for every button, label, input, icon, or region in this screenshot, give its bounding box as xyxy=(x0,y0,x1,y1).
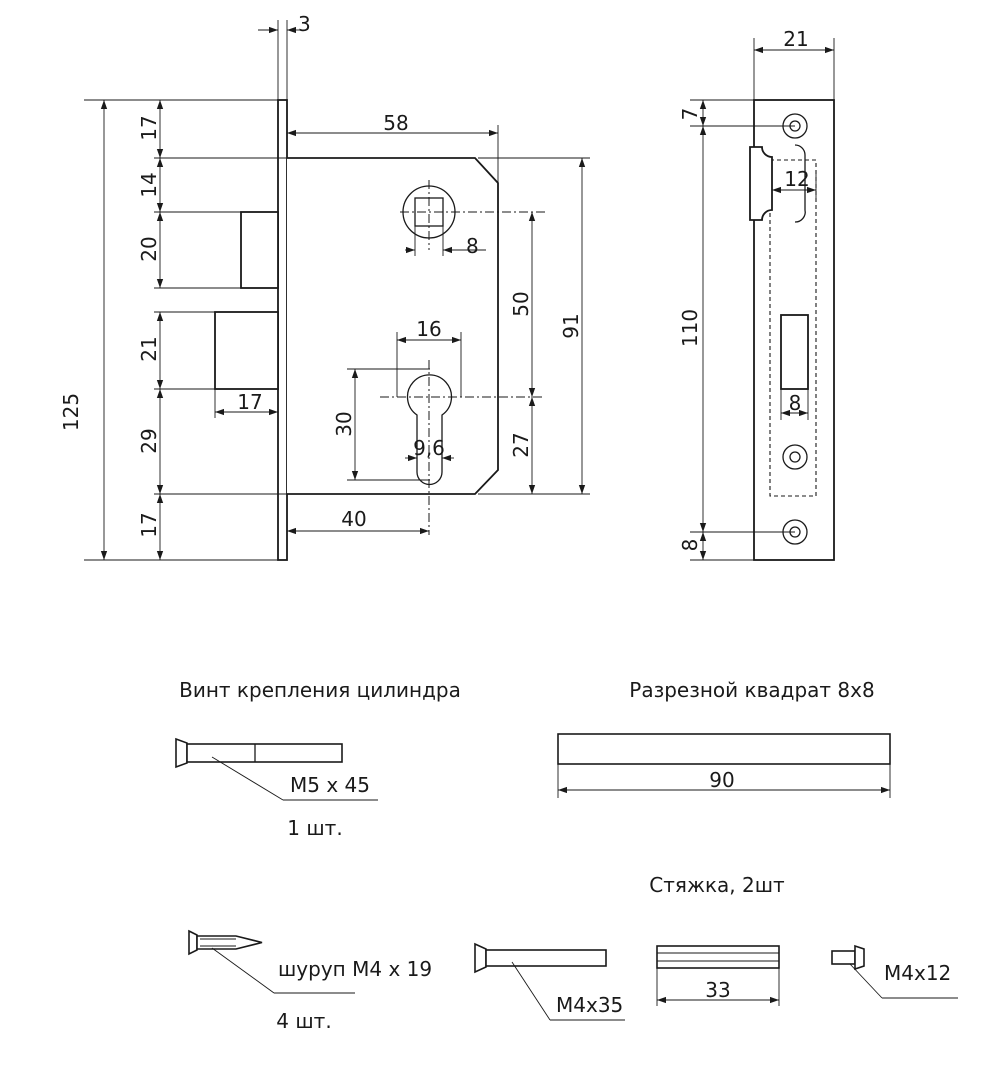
dim-below-bolt: 29 xyxy=(137,428,161,453)
split-square-length: 90 xyxy=(709,768,734,792)
dim-top-offset: 17 xyxy=(137,115,161,140)
dim-plate-thickness-lines xyxy=(258,20,300,100)
dim-latch-opening-lines xyxy=(772,170,817,198)
tie-sleeve-length: 33 xyxy=(705,978,730,1002)
faceplate xyxy=(277,99,288,561)
dim-faceplate-width: 21 xyxy=(783,27,808,51)
cylinder-screw-title: Винт крепления цилиндра xyxy=(179,678,461,702)
lock-case xyxy=(287,157,499,495)
dim-cylinder-width: 16 xyxy=(416,317,441,341)
wood-screw xyxy=(196,935,263,950)
side-dimension-lines xyxy=(690,99,795,561)
cylinder-screw-size: M5 x 45 xyxy=(290,773,370,797)
dim-case-depth: 58 xyxy=(383,111,408,135)
dim-bottom-offset: 17 xyxy=(137,512,161,537)
right-dimension-lines xyxy=(478,157,590,495)
accessory-split-square: Разрезной квадрат 8x8 90 xyxy=(557,678,891,798)
accessory-tie: Стяжка, 2шт M4x35 33 M4x12 xyxy=(474,873,958,1021)
dim-cylinder-to-bottom: 27 xyxy=(509,432,533,457)
dim-spindle-square-lines xyxy=(405,226,486,256)
left-extension-lines xyxy=(84,99,287,561)
split-square-bar xyxy=(557,733,891,765)
dim-cylinder-slot: 9,6 xyxy=(413,436,445,460)
tie-sleeve xyxy=(656,945,780,969)
dim-screw-bottom: 8 xyxy=(678,539,702,552)
bolt-opening xyxy=(780,314,809,390)
tie-title: Стяжка, 2шт xyxy=(649,873,785,897)
left-dimension-chain xyxy=(100,100,164,560)
dim-deadbolt-height: 21 xyxy=(137,336,161,361)
dim-cylinder-width-lines xyxy=(396,332,462,397)
dim-cylinder-height: 30 xyxy=(332,411,356,436)
dim-bolt-opening-lines xyxy=(780,389,809,420)
latch-notch xyxy=(794,144,806,223)
dim-spindle-to-cylinder: 50 xyxy=(509,291,533,316)
dim-bolt-opening: 8 xyxy=(789,391,802,415)
accessory-wood-screw: шуруп M4 x 19 4 шт. xyxy=(188,929,432,1033)
dim-bolt-throw-lines xyxy=(214,389,279,418)
dim-total-height: 125 xyxy=(59,393,83,431)
cylinder-hole xyxy=(380,360,545,535)
side-view: 21 7 110 8 12 8 xyxy=(678,27,835,561)
latch-bolt xyxy=(240,211,279,289)
dim-latch-top: 14 xyxy=(137,172,161,197)
accessory-cylinder-screw: Винт крепления цилиндра M5 x 45 1 шт. xyxy=(175,678,461,840)
latch-tongue xyxy=(749,146,773,221)
latch-outline xyxy=(769,159,817,497)
tie-short-screw xyxy=(854,944,865,971)
dim-case-depth-lines xyxy=(287,125,499,183)
cylinder-screw-qty: 1 шт. xyxy=(287,816,342,840)
dim-latch-opening: 12 xyxy=(784,167,809,191)
tie-bolt xyxy=(485,949,607,967)
dim-screw-spacing: 110 xyxy=(678,309,702,347)
dim-faceplate-width-lines xyxy=(753,38,835,100)
tie-short-screw-size: M4x12 xyxy=(884,961,951,985)
screw-hole-middle xyxy=(782,444,808,470)
dim-plate-thickness: 3 xyxy=(298,12,311,36)
spindle-hub xyxy=(400,180,545,250)
dim-screw-top: 7 xyxy=(678,108,702,121)
dim-latch-height: 20 xyxy=(137,236,161,261)
dim-bolt-throw: 17 xyxy=(237,390,262,414)
front-view: 125 17 14 20 21 29 17 3 58 17 xyxy=(59,12,590,561)
wood-screw-size: шуруп M4 x 19 xyxy=(278,957,432,981)
wood-screw-qty: 4 шт. xyxy=(276,1009,331,1033)
dim-backset: 40 xyxy=(341,507,366,531)
split-square-title: Разрезной квадрат 8x8 xyxy=(629,678,874,702)
dim-spindle-square: 8 xyxy=(466,234,479,258)
dim-cylinder-height-lines xyxy=(347,368,430,481)
deadbolt xyxy=(214,311,279,390)
tie-bolt-size: M4x35 xyxy=(556,993,623,1017)
dim-case-height: 91 xyxy=(559,313,583,338)
